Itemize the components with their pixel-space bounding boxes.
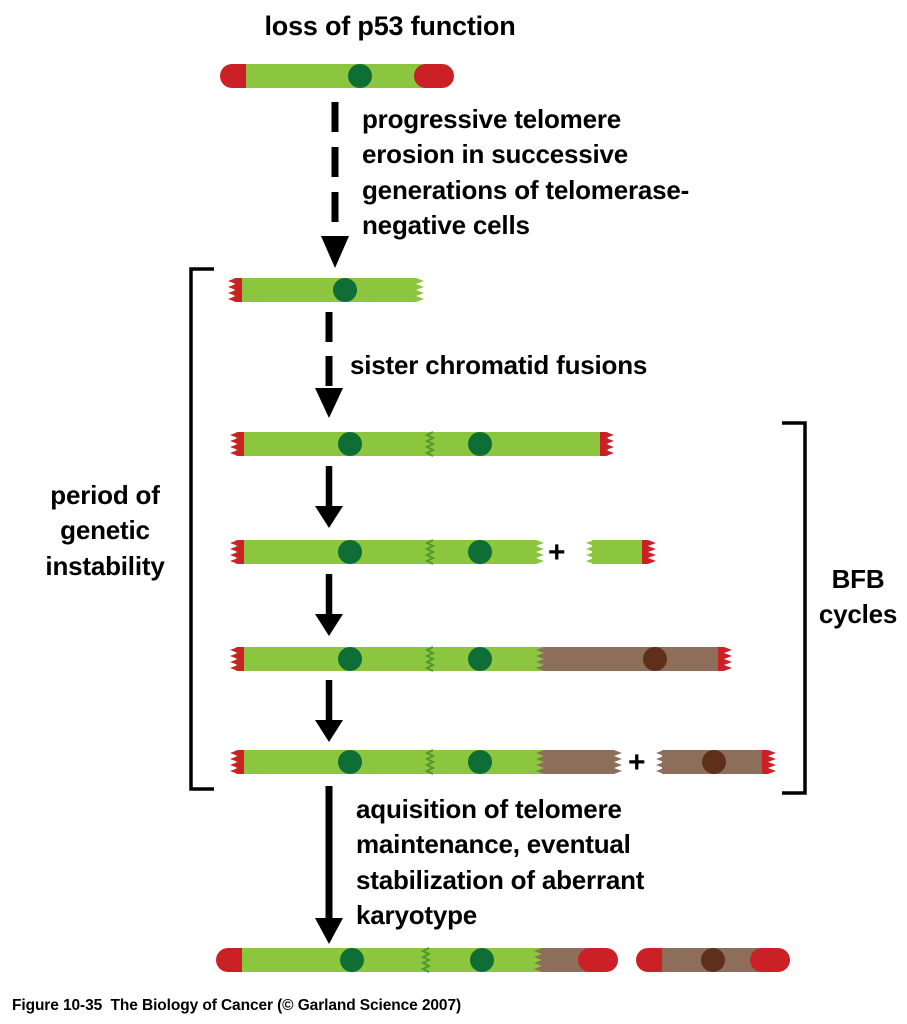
telomere <box>750 948 790 972</box>
chromosome-derivative <box>636 948 790 972</box>
centromere <box>333 278 357 302</box>
centromere <box>338 750 362 774</box>
fusion-label: sister chromatid fusions <box>350 350 648 380</box>
centromere <box>468 647 492 671</box>
centromere <box>338 647 362 671</box>
chromosome-eroded <box>228 278 424 302</box>
centromere <box>338 540 362 564</box>
fusion-arrow-icon <box>315 312 343 418</box>
plus-sign: + <box>548 536 566 569</box>
break-end <box>530 540 544 564</box>
fusion-point <box>424 749 436 775</box>
centromere <box>338 432 362 456</box>
fusion-point <box>424 431 436 457</box>
eroded-telomere <box>230 750 244 774</box>
stabilization-label: aquisition of telomere maintenance, even… <box>356 794 645 931</box>
chromosome-stabilized <box>216 947 618 973</box>
centromere <box>468 750 492 774</box>
eroded-telomere <box>230 432 244 456</box>
eroded-telomere <box>228 278 242 302</box>
eroded-telomere <box>642 540 656 564</box>
eroded-telomere <box>230 540 244 564</box>
centromere <box>470 948 494 972</box>
centromere <box>348 64 372 88</box>
eroded-end <box>410 278 424 302</box>
erosion-label: progressive telomere erosion in successi… <box>362 104 690 241</box>
chromosome-broken-translocated <box>230 749 622 775</box>
period-bracket <box>189 267 214 791</box>
break-end <box>656 750 670 774</box>
break-end <box>608 750 622 774</box>
bfb-label: BFB cycles <box>818 564 898 630</box>
eroded-telomere <box>762 750 776 774</box>
centromere <box>643 647 667 671</box>
figure-title: loss of p53 function <box>264 11 516 41</box>
eroded-telomere <box>230 647 244 671</box>
chromosome-normal <box>220 64 454 88</box>
bfb-bracket <box>782 421 807 795</box>
fusion-point <box>424 539 436 565</box>
bfb-arrow-icon <box>315 574 343 636</box>
erosion-arrow-icon <box>321 102 349 268</box>
telomere <box>578 948 618 972</box>
eroded-telomere <box>600 432 614 456</box>
fragment-translocated <box>656 750 776 774</box>
period-label: period of genetic instability <box>45 480 165 581</box>
acentric-fragment <box>586 540 656 564</box>
translocated-segment <box>536 750 608 774</box>
figure-caption: Figure 10-35 The Biology of Cancer (© Ga… <box>12 997 462 1014</box>
telomere <box>414 64 454 88</box>
bfb-arrow-icon <box>315 466 343 528</box>
centromere <box>468 432 492 456</box>
centromere <box>340 948 364 972</box>
centromere <box>702 750 726 774</box>
plus-sign: + <box>628 746 646 779</box>
bfb-arrow-icon <box>315 680 343 742</box>
centromere <box>701 948 725 972</box>
chromosome-tricentric-translocated <box>230 646 732 672</box>
translocated-segment <box>536 647 718 671</box>
break-end <box>586 540 600 564</box>
eroded-telomere <box>718 647 732 671</box>
fusion-point <box>424 646 436 672</box>
fusion-point <box>420 947 432 973</box>
chromosome-dicentric-broken <box>230 539 544 565</box>
centromere <box>468 540 492 564</box>
chromosome-dicentric-fused <box>230 431 614 457</box>
stabilization-arrow-icon <box>315 786 343 944</box>
